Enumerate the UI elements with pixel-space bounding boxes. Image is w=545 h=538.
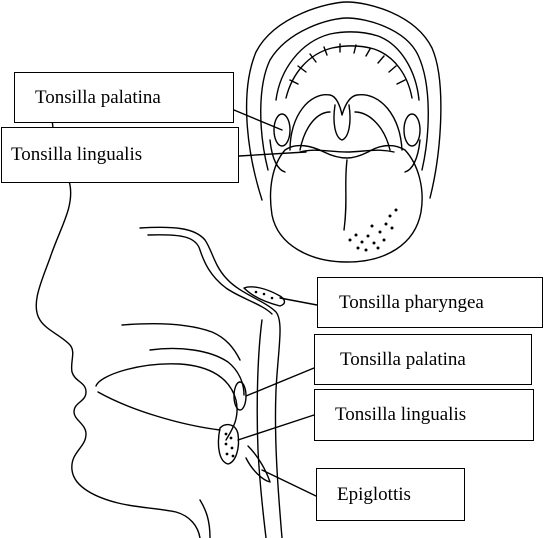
pharynx-back xyxy=(148,235,272,314)
soft-palate xyxy=(150,349,244,396)
hard-palate xyxy=(122,324,240,360)
tongue-midline xyxy=(344,160,347,230)
label-text: Tonsilla lingualis xyxy=(335,404,466,426)
label-text: Tonsilla lingualis xyxy=(11,144,142,166)
uvula xyxy=(334,105,350,140)
label-epiglottis: Epiglottis xyxy=(316,468,465,521)
label-text: Epiglottis xyxy=(337,484,411,506)
lingual-tonsil-edge xyxy=(300,150,394,152)
inner-lip xyxy=(261,18,429,170)
label-tonsilla-lingualis: Tonsilla lingualis xyxy=(314,389,534,441)
lingual-dots xyxy=(225,433,235,458)
pointer-epiglottis xyxy=(262,470,316,496)
posterior-arch xyxy=(300,112,390,150)
teeth-marks xyxy=(290,44,405,84)
label-tonsilla-palatina: Tonsilla palatina xyxy=(314,334,532,385)
palatine-tonsil xyxy=(234,382,246,410)
posterior-wall xyxy=(257,320,266,538)
jaw-inner xyxy=(98,392,220,430)
lower-teeth xyxy=(270,140,420,172)
tonsil-right-top xyxy=(404,114,420,146)
lingual-tonsil xyxy=(218,425,238,464)
label-text: Tonsilla palatina xyxy=(35,87,161,109)
tongue-dots xyxy=(349,209,398,252)
label-tonsilla-lingualis-top: Tonsilla lingualis xyxy=(1,127,239,183)
label-text: Tonsilla pharyngea xyxy=(339,292,484,314)
pointer-pharyngea xyxy=(280,298,317,305)
larynx xyxy=(200,500,210,538)
label-tonsilla-palatina-top: Tonsilla palatina xyxy=(14,72,234,123)
pointer-palatina xyxy=(246,368,314,396)
open-mouth-drawing xyxy=(247,2,441,262)
pointer-top-palatina xyxy=(234,110,282,130)
label-tonsilla-pharyngea: Tonsilla pharyngea xyxy=(317,277,543,328)
palatal-arch xyxy=(290,95,402,150)
label-text: Tonsilla palatina xyxy=(340,349,466,371)
